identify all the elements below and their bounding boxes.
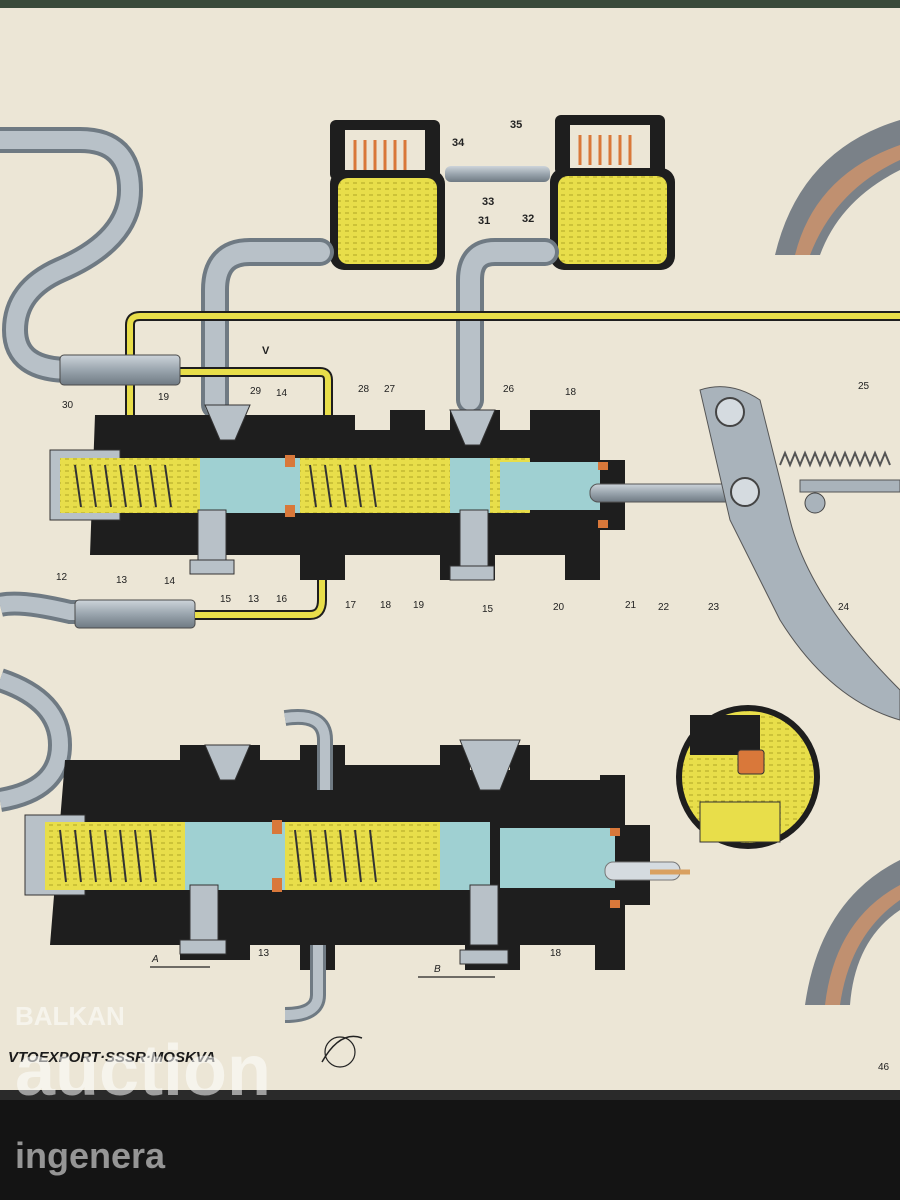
label-23: 23 <box>708 602 720 613</box>
publisher-logo <box>321 1035 363 1068</box>
label-22: 22 <box>658 602 670 613</box>
label-25: 25 <box>858 381 870 392</box>
label-46: 46 <box>878 1062 890 1073</box>
label-12: 12 <box>56 572 68 583</box>
label-13b: 13 <box>248 594 260 605</box>
label-13: 13 <box>116 575 128 586</box>
label-24: 24 <box>838 602 850 613</box>
label-32: 32 <box>522 213 534 225</box>
detail-inset <box>676 705 820 849</box>
label-14: 14 <box>276 388 288 399</box>
label-v: V <box>262 345 270 357</box>
brake-pedal <box>699 386 900 721</box>
master-cylinder-top <box>49 404 625 581</box>
label-20: 20 <box>553 602 565 613</box>
reservoir-left <box>330 120 445 270</box>
label-30: 30 <box>62 400 74 411</box>
watermark-ingenera: ingenera <box>15 1135 166 1176</box>
label-26: 26 <box>503 384 515 395</box>
label-18: 18 <box>565 387 577 398</box>
label-15b: 15 <box>482 604 494 615</box>
master-cylinder-bottom <box>24 739 650 970</box>
watermark-auction: auction <box>15 1031 271 1111</box>
return-spring <box>779 450 891 468</box>
label-31: 31 <box>478 215 490 227</box>
callout-labels-bottom: A B 13 18 46 <box>151 948 890 1073</box>
publisher-brand: VTOEXPORT·SSSR·MOSKVA <box>8 1049 216 1066</box>
label-27: 27 <box>384 384 396 395</box>
label-21: 21 <box>625 600 637 611</box>
label-18b: 18 <box>380 600 392 611</box>
label-14b: 14 <box>164 576 176 587</box>
label-29: 29 <box>250 386 262 397</box>
label-34: 34 <box>452 137 465 149</box>
callout-labels-top: 34 35 33 31 32 V 30 19 29 14 28 27 26 18… <box>56 119 870 615</box>
label-19: 19 <box>158 392 170 403</box>
label-18c: 18 <box>550 948 562 959</box>
label-19b: 19 <box>413 600 425 611</box>
label-33: 33 <box>482 196 494 208</box>
label-a: A <box>151 954 159 965</box>
label-28: 28 <box>358 384 370 395</box>
poster-frame-bottom <box>0 1095 900 1200</box>
label-15: 15 <box>220 594 232 605</box>
watermark-balkan: BALKAN <box>15 1001 125 1031</box>
label-b: B <box>434 964 441 975</box>
label-35: 35 <box>510 119 522 131</box>
label-13c: 13 <box>258 948 270 959</box>
label-17: 17 <box>345 600 357 611</box>
reservoir-right <box>550 115 675 270</box>
label-16: 16 <box>276 594 288 605</box>
reservoir-connector-pipe <box>445 166 550 182</box>
